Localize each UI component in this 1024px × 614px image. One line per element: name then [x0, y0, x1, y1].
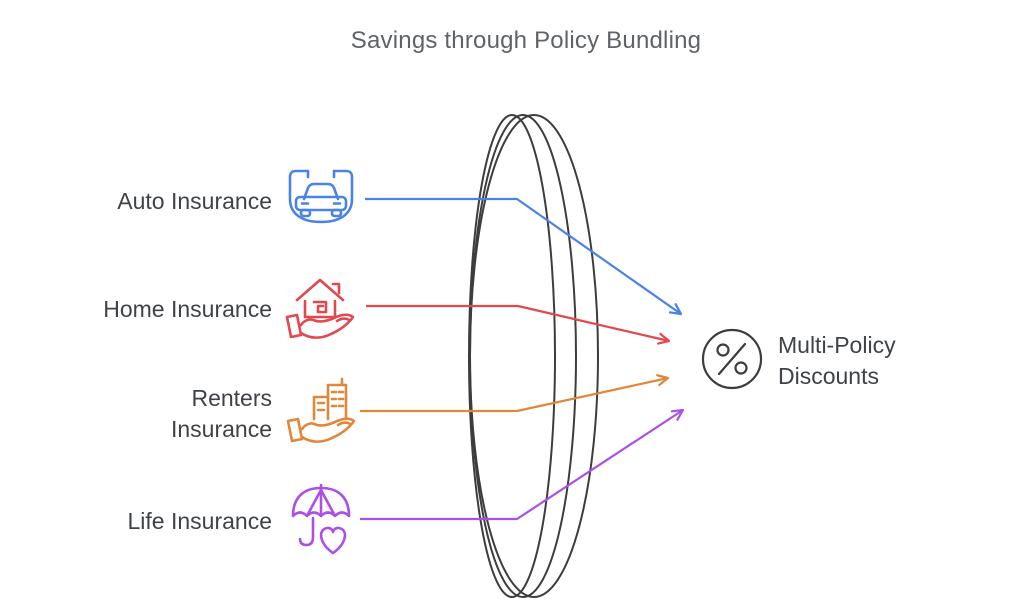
car-shield-icon — [288, 169, 354, 224]
flow-arrow-life — [360, 408, 685, 521]
hand-holding-house-icon — [285, 278, 355, 339]
flow-arrow-renters — [360, 374, 670, 413]
label-life-insurance: Life Insurance — [127, 508, 272, 534]
label-multi-policy-discounts: Multi-Policy Discounts — [778, 332, 896, 389]
flow-arrow-home — [366, 304, 671, 345]
label-renters-insurance: Renters Insurance — [170, 385, 272, 442]
label-auto-insurance: Auto Insurance — [117, 188, 272, 214]
diagram-title: Savings through Policy Bundling — [350, 27, 702, 54]
flow-arrow-auto — [365, 197, 683, 316]
lens-disc — [468, 114, 599, 598]
label-home-insurance: Home Insurance — [103, 296, 272, 322]
umbrella-heart-icon — [291, 483, 351, 555]
percent-icon — [701, 328, 763, 390]
hand-holding-buildings-icon — [286, 377, 356, 443]
